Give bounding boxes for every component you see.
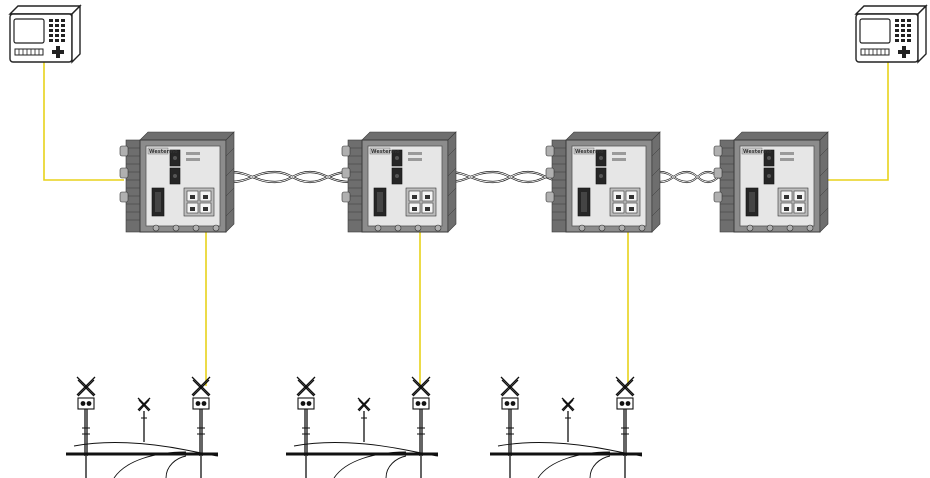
crossing-site-3 bbox=[490, 377, 642, 478]
copper-link-left-panel bbox=[43, 62, 124, 181]
copper-link-right-panel bbox=[820, 62, 889, 181]
switch-1 bbox=[119, 131, 235, 233]
switch-3-brand: Westermo bbox=[575, 149, 604, 155]
switch-4-brand: Westermo bbox=[743, 149, 772, 155]
switch-4 bbox=[713, 131, 829, 233]
switch-3 bbox=[545, 131, 661, 233]
switch-2-brand: Westermo bbox=[371, 149, 400, 155]
crossing-site-1 bbox=[66, 377, 218, 478]
operator-panel-left bbox=[9, 5, 81, 63]
switch-2 bbox=[341, 131, 457, 233]
switch-1-brand: Westermo bbox=[149, 149, 178, 155]
crossing-site-2 bbox=[286, 377, 438, 478]
operator-panel-right bbox=[855, 5, 927, 63]
fiber-link-1-2 bbox=[228, 170, 352, 184]
